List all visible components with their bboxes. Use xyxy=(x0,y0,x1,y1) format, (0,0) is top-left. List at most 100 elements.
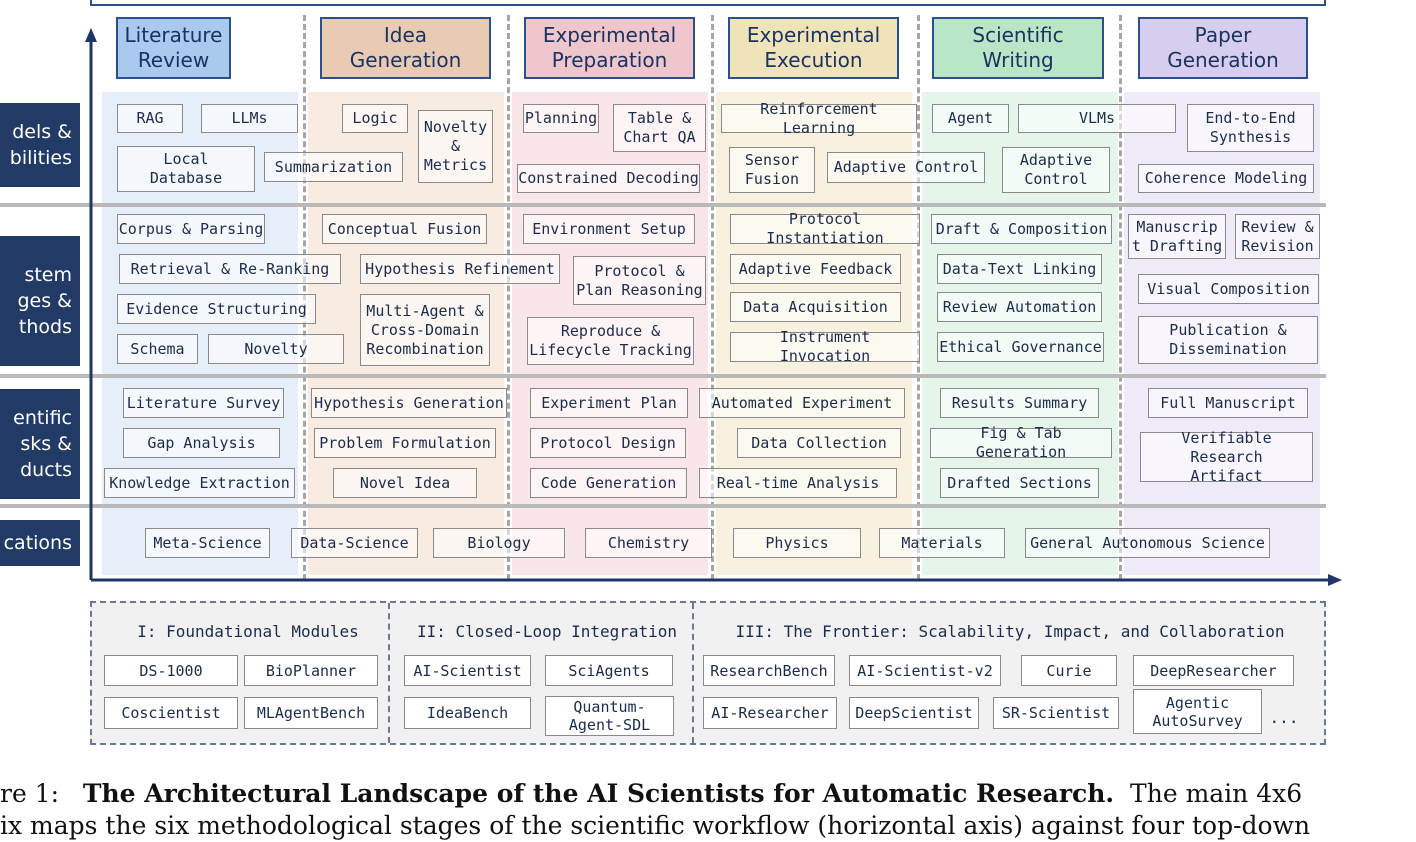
task-product-box: Novel Idea xyxy=(333,468,477,498)
application-box: Meta-Science xyxy=(145,528,270,558)
method-box: Conceptual Fusion xyxy=(322,214,487,244)
method-box: Publication & Dissemination xyxy=(1138,316,1318,364)
benchmark-box: ResearchBench xyxy=(703,655,835,686)
benchmark-box: DeepScientist xyxy=(849,697,979,729)
benchmark-box: SR-Scientist xyxy=(993,697,1119,729)
model-capability-box: Summarization xyxy=(264,152,403,182)
application-box: Materials xyxy=(879,528,1005,558)
method-box: Evidence Structuring xyxy=(117,294,316,324)
stage-header-3: Experimental Preparation xyxy=(524,17,695,79)
benchmark-group-separator xyxy=(692,603,694,743)
method-box: Review Automation xyxy=(937,292,1102,322)
model-capability-box: RAG xyxy=(117,104,183,133)
method-box: Schema xyxy=(117,334,198,364)
row-label-1: dels & bilities xyxy=(0,103,80,187)
column-separator xyxy=(1119,15,1122,580)
method-box: Instrument Invocation xyxy=(730,328,920,365)
benchmark-box: MLAgentBench xyxy=(244,697,378,729)
caption-prefix: re 1: xyxy=(0,779,60,808)
stage-header-1: Literature Review xyxy=(116,17,231,79)
benchmark-box: AI-Researcher xyxy=(703,697,837,729)
model-capability-box: Agent xyxy=(932,104,1009,133)
row-divider xyxy=(0,203,1326,207)
model-capability-box: Reinforcement Learning xyxy=(721,100,917,137)
method-box: Novelty xyxy=(208,334,344,364)
application-box: Chemistry xyxy=(585,528,712,558)
column-separator xyxy=(711,15,714,580)
benchmark-box: BioPlanner xyxy=(244,655,378,686)
model-capability-box: Planning xyxy=(523,104,599,133)
method-box: Manuscrip t Drafting xyxy=(1128,214,1226,259)
method-box: Data Acquisition xyxy=(730,292,901,322)
method-box: Review & Revision xyxy=(1235,214,1320,259)
task-product-box: Real-time Analysis xyxy=(699,468,897,498)
benchmark-group-title-2: II: Closed-Loop Integration xyxy=(416,622,678,641)
caption-title: The Architectural Landscape of the AI Sc… xyxy=(82,779,1115,808)
task-product-box: Full Manuscript xyxy=(1148,388,1308,418)
model-capability-box: Table & Chart QA xyxy=(613,104,706,152)
benchmark-box: AI-Scientist xyxy=(404,655,531,686)
benchmark-box: DeepResearcher xyxy=(1133,655,1294,686)
task-product-box: Hypothesis Generation xyxy=(311,388,507,418)
figure-caption: re 1: The Architectural Landscape of the… xyxy=(0,778,1416,842)
method-box: Reproduce & Lifecycle Tracking xyxy=(527,317,694,365)
model-capability-box: Adaptive Control xyxy=(1002,147,1110,193)
model-capability-box: Local Database xyxy=(117,146,255,192)
row-label-4: cations xyxy=(0,520,80,566)
task-product-box: Knowledge Extraction xyxy=(104,468,295,498)
task-product-box: Literature Survey xyxy=(123,388,284,418)
method-box: Data-Text Linking xyxy=(937,254,1102,284)
method-box: Corpus & Parsing xyxy=(117,214,265,244)
axes xyxy=(85,28,1342,586)
benchmark-box: Quantum- Agent-SDL xyxy=(545,696,674,736)
task-product-box: Results Summary xyxy=(940,388,1099,418)
task-product-box: Automated Experiment xyxy=(699,388,905,418)
row-label-3: entific sks & ducts xyxy=(0,389,80,499)
top-frame-edge xyxy=(90,0,1326,6)
benchmark-box: IdeaBench xyxy=(404,697,531,729)
benchmark-box: AI-Scientist-v2 xyxy=(849,655,1001,686)
model-capability-box: Sensor Fusion xyxy=(729,147,815,193)
stage-header-6: Paper Generation xyxy=(1138,17,1308,79)
benchmark-box: SciAgents xyxy=(545,655,673,686)
application-box: Data-Science xyxy=(291,528,418,558)
row-label-2: stem ges & thods xyxy=(0,236,80,366)
task-product-box: Problem Formulation xyxy=(314,428,496,458)
method-box: Retrieval & Re-Ranking xyxy=(119,254,341,284)
task-product-box: Experiment Plan xyxy=(530,388,688,418)
model-capability-box: LLMs xyxy=(201,104,298,133)
method-box: Protocol Instantiation xyxy=(730,210,920,247)
task-product-box: Protocol Design xyxy=(530,428,686,458)
method-box: Ethical Governance xyxy=(937,332,1104,362)
application-box: Physics xyxy=(733,528,861,558)
benchmark-group-title-3: III: The Frontier: Scalability, Impact, … xyxy=(735,622,1285,641)
model-capability-box: VLMs xyxy=(1018,104,1176,133)
benchmark-box: Coscientist xyxy=(104,697,238,729)
method-box: Protocol & Plan Reasoning xyxy=(573,256,706,305)
benchmark-ellipsis: ... xyxy=(1269,708,1299,727)
caption-rest: The main 4x6 xyxy=(1130,779,1303,808)
benchmark-group-separator xyxy=(388,603,390,743)
application-box: Biology xyxy=(433,528,565,558)
y-axis-arrowhead xyxy=(85,28,97,42)
application-box: General Autonomous Science xyxy=(1025,528,1270,558)
x-axis-arrowhead xyxy=(1328,574,1342,586)
model-capability-box: Constrained Decoding xyxy=(517,164,700,193)
benchmark-box: Agentic AutoSurvey xyxy=(1133,689,1262,734)
method-box: Visual Composition xyxy=(1138,274,1319,304)
benchmark-box: DS-1000 xyxy=(104,655,238,686)
method-box: Draft & Composition xyxy=(931,214,1112,244)
method-box: Adaptive Feedback xyxy=(730,254,901,284)
method-box: Environment Setup xyxy=(523,214,695,244)
caption-line2: ix maps the six methodological stages of… xyxy=(0,811,1311,840)
stage-header-4: Experimental Execution xyxy=(728,17,899,79)
benchmark-box: Curie xyxy=(1021,655,1117,686)
task-product-box: Code Generation xyxy=(530,468,687,498)
benchmark-group-title-1: I: Foundational Modules xyxy=(137,622,359,641)
model-capability-box: Logic xyxy=(342,104,408,133)
model-capability-box: Coherence Modeling xyxy=(1138,164,1314,193)
column-separator xyxy=(507,15,510,580)
row-divider xyxy=(0,504,1326,508)
column-separator xyxy=(917,15,920,580)
